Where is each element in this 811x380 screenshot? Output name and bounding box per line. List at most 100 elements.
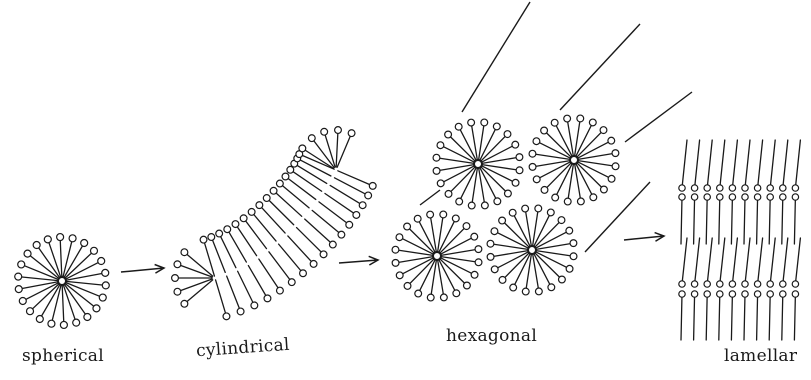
- lipid-molecule: [535, 217, 565, 247]
- lipid-molecule: [535, 253, 565, 283]
- lipid-molecule: [729, 140, 737, 191]
- lipid-molecule: [305, 219, 337, 248]
- lipid-molecule: [19, 283, 58, 305]
- lipid-molecule: [717, 194, 723, 244]
- lipid-molecule: [312, 210, 345, 238]
- lipid-molecule: [754, 291, 760, 340]
- lipid-molecule: [481, 131, 511, 161]
- lipid-molecule: [704, 140, 712, 191]
- lipid-molecule: [780, 140, 788, 191]
- lipid-molecule: [334, 178, 371, 199]
- lipid-molecule: [227, 276, 244, 315]
- lipid-molecule: [704, 194, 710, 244]
- rod-axis-line: [420, 190, 440, 205]
- lipid-molecule: [232, 221, 257, 256]
- lipid-molecule: [691, 194, 697, 244]
- lipid-molecule: [754, 194, 760, 244]
- lipid-molecule: [780, 194, 786, 244]
- lipid-molecule: [174, 261, 212, 277]
- lipid-molecule: [754, 238, 762, 287]
- lipid-molecule: [541, 163, 571, 193]
- lipid-molecule: [440, 223, 470, 253]
- right-arrow-icon: [624, 233, 664, 242]
- lipid-molecule: [729, 291, 735, 340]
- lipid-molecule: [541, 127, 571, 157]
- lipid-molecule: [65, 283, 100, 311]
- rod-axis-line: [462, 2, 530, 112]
- lipid-molecule: [577, 163, 607, 193]
- lipid-molecule: [440, 259, 470, 289]
- lipid-molecule: [288, 236, 317, 267]
- lipid-molecule: [767, 238, 775, 287]
- lipid-molecule: [717, 140, 725, 191]
- lipid-molecule: [240, 215, 266, 249]
- lipid-molecule: [282, 173, 316, 199]
- lipid-molecule: [24, 250, 59, 278]
- lipid-molecule: [742, 238, 750, 287]
- lipid-molecule: [33, 242, 60, 278]
- micelle-core: [528, 246, 536, 254]
- micelle-core: [570, 156, 578, 164]
- lipid-molecule: [48, 285, 61, 327]
- lipid-molecule: [63, 235, 76, 277]
- micelle-core: [433, 252, 441, 260]
- lipid-molecule: [704, 291, 710, 340]
- label-lamellar: lamellar: [724, 346, 797, 366]
- right-arrow-icon: [339, 256, 378, 265]
- lipid-molecule: [679, 194, 685, 244]
- lipid-molecule: [717, 238, 725, 287]
- lipid-molecule: [270, 187, 302, 216]
- lipid-molecule: [174, 279, 212, 295]
- lipid-molecule: [276, 180, 309, 208]
- rod-axis-line: [625, 92, 692, 142]
- rod-axis-line: [560, 24, 640, 110]
- lipid-molecule: [248, 209, 276, 242]
- lipid-molecule: [679, 238, 687, 287]
- label-hexagonal: hexagonal: [446, 326, 537, 346]
- lipid-molecule: [729, 238, 737, 287]
- lipid-molecule: [767, 194, 773, 244]
- lipid-molecule: [481, 167, 511, 197]
- lipid-molecule: [767, 291, 773, 340]
- lipid-molecule: [297, 228, 327, 258]
- lipid-molecule: [200, 236, 214, 276]
- lipid-molecule: [742, 291, 748, 340]
- lipid-molecule: [337, 130, 355, 167]
- lipid-molecule: [66, 258, 105, 280]
- right-arrow-icon: [121, 265, 164, 274]
- lipid-molecule: [445, 131, 475, 161]
- lipid-molecule: [279, 244, 307, 277]
- lipid-molecule: [704, 238, 712, 287]
- hexagonal-phase: [392, 2, 692, 301]
- lipid-molecule: [679, 140, 687, 191]
- lipid-molecule: [64, 284, 91, 320]
- spherical-micelle: [15, 234, 110, 329]
- lipid-molecule: [216, 280, 230, 320]
- lipid-molecule: [338, 171, 376, 189]
- lipid-molecule: [404, 259, 434, 289]
- lipid-molecule: [44, 236, 60, 277]
- lipid-molecule: [263, 195, 293, 225]
- lipid-molecule: [792, 291, 798, 340]
- lipid-molecule: [754, 140, 762, 191]
- lipid-molecule: [679, 291, 685, 340]
- lipid-molecule: [780, 291, 786, 340]
- lipid-molecule: [60, 285, 67, 328]
- lipid-molecule: [691, 291, 697, 340]
- lipid-molecule: [256, 202, 285, 233]
- lipid-molecule: [319, 202, 353, 228]
- lipid-molecule: [172, 275, 212, 282]
- lipid-molecule: [63, 285, 79, 326]
- lipid-molecule: [742, 140, 750, 191]
- lipid-molecule: [577, 127, 607, 157]
- lipid-molecule: [792, 194, 798, 244]
- lipid-molecule: [499, 253, 529, 283]
- lipid-molecule: [780, 238, 788, 287]
- lamellar-phase: [679, 140, 801, 340]
- lipid-molecule: [325, 193, 360, 218]
- lipid-molecule: [729, 194, 735, 244]
- lipid-molecule: [691, 238, 699, 287]
- cylindrical-micelle: [172, 127, 377, 320]
- lipid-molecule: [216, 230, 236, 268]
